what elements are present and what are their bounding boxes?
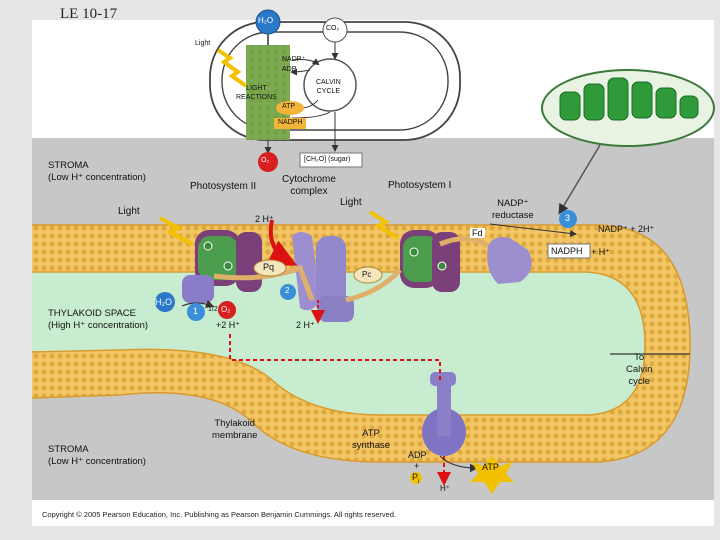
thylakoid-membrane-label: Thylakoid membrane (212, 418, 257, 442)
thylakoid-space-line-1: THYLAKOID SPACE (48, 308, 136, 319)
atp-burst (470, 456, 514, 494)
o2-label: O₂ (221, 305, 231, 314)
overview-calvin-line-1: CALVIN (316, 79, 341, 86)
overview-calvin-cycle (303, 58, 357, 112)
adp-label: ADP (408, 450, 427, 460)
stroma-bottom-line-1: STROMA (48, 444, 89, 455)
nadp-reductase-line-2: reductase (492, 210, 534, 221)
electron-flow-3 (439, 236, 490, 249)
stroma-bottom-line-2: (Low H⁺ concentration) (48, 456, 146, 467)
step-3-label: 3 (565, 213, 571, 223)
overview-calvin-line-2: CYCLE (316, 88, 341, 95)
to-calvin-label: To Calvin cycle (626, 352, 652, 388)
thylakoid-space-line-2: (High H⁺ concentration) (48, 320, 149, 331)
photosystem-2-label: Photosystem II (190, 181, 257, 192)
nadp-reductase-line-1: NADP⁺ (497, 198, 529, 209)
atp-synthase-label: ATP synthase (352, 428, 390, 452)
overview-h2o-label: H₂O (258, 16, 274, 25)
overview-nadp-label: NADP⁺ (282, 56, 306, 63)
water-molecule (155, 292, 175, 312)
electron-flow-2 (345, 268, 402, 303)
cytochrome-label: Cytochrome complex (282, 174, 336, 198)
atp-label: ATP (482, 462, 499, 472)
electron-flow-1 (213, 264, 315, 301)
photosystem-1-label: Photosystem I (388, 180, 452, 191)
nadph-label: NADPH (551, 246, 583, 256)
light-left-label: Light (118, 206, 140, 217)
overview-light-reactions-label: LIGHT REACTIONS (236, 84, 277, 102)
h-bottom-label: H⁺ (440, 484, 450, 493)
overview-co2-label: CO₂ (326, 25, 340, 32)
step-1-label: 1 (193, 306, 199, 316)
slide-title: LE 10-17 (60, 6, 118, 22)
to-calvin-line-2: Calvin (626, 364, 653, 375)
to-calvin-line-3: cycle (628, 376, 651, 387)
thylakoid-lumen (32, 272, 645, 415)
stroma-top-line-2: (Low H⁺ concentration) (48, 172, 146, 183)
half-label: 1/2 (208, 306, 218, 313)
photosystem-1 (400, 230, 460, 292)
overview-o2-label: O₂ (261, 157, 270, 164)
plus-2h-label: +2 H⁺ (216, 320, 241, 330)
two-h-mid-label: 2 H⁺ (296, 320, 315, 330)
pc-label: Pc (362, 270, 372, 279)
cytochrome-line-1: Cytochrome (282, 174, 336, 185)
atp-synthase (422, 372, 466, 456)
photosystem-2 (182, 230, 262, 303)
cytochrome-line-2: complex (290, 186, 328, 197)
cytochrome-complex (292, 232, 354, 322)
fd-label: Fd (470, 228, 485, 238)
plus-h-label: + H⁺ (591, 247, 611, 257)
overview-lr-line-1: LIGHT (246, 85, 267, 92)
to-calvin-line-1: To (634, 352, 645, 363)
oxygen-molecule (218, 301, 236, 319)
overview-nadph-label: NADPH (278, 119, 303, 126)
nadph-box (547, 243, 591, 259)
pi-label: Pi (412, 472, 419, 485)
pi-subscript: i (418, 478, 420, 485)
overview-sugar-label: [CH₂O] (sugar) (304, 156, 351, 163)
plus-label: + (414, 461, 420, 471)
thylakoid-space-label: THYLAKOID SPACE (High H⁺ concentration) (48, 308, 148, 332)
overview-atp-label: ATP (282, 103, 296, 110)
overview-lr-line-2: REACTIONS (236, 94, 277, 101)
nadp-reductase (487, 237, 532, 284)
overview-adp-label: ADP (282, 66, 297, 73)
overview-calvin-label: CALVIN CYCLE (316, 78, 341, 96)
copyright-notice: Copyright © 2005 Pearson Education, Inc.… (42, 510, 397, 519)
overview-light-label: Light (195, 40, 211, 47)
light-right-label: Light (340, 197, 362, 208)
h2o-label: H₂O (155, 297, 172, 307)
atp-synthase-line-1: ATP (362, 428, 380, 439)
atp-synthase-line-2: synthase (352, 440, 391, 451)
nadp-reductase-label: NADP⁺ reductase (492, 198, 534, 222)
two-h-top-label: 2 H⁺ (255, 214, 274, 224)
stroma-bottom-label: STROMA (Low H⁺ concentration) (48, 444, 146, 468)
step-2-label: 2 (285, 286, 290, 295)
pq-label: Pq (263, 262, 275, 272)
pi-letter: P (412, 472, 419, 482)
stroma-top-line-1: STROMA (48, 160, 89, 171)
thylakoid-membrane-line-2: membrane (212, 430, 258, 441)
nadp-plus-2h-label: NADP⁺ + 2H⁺ (598, 224, 655, 234)
thylakoid-membrane-line-1: Thylakoid (214, 418, 256, 429)
stroma-top-label: STROMA (Low H⁺ concentration) (48, 160, 146, 184)
